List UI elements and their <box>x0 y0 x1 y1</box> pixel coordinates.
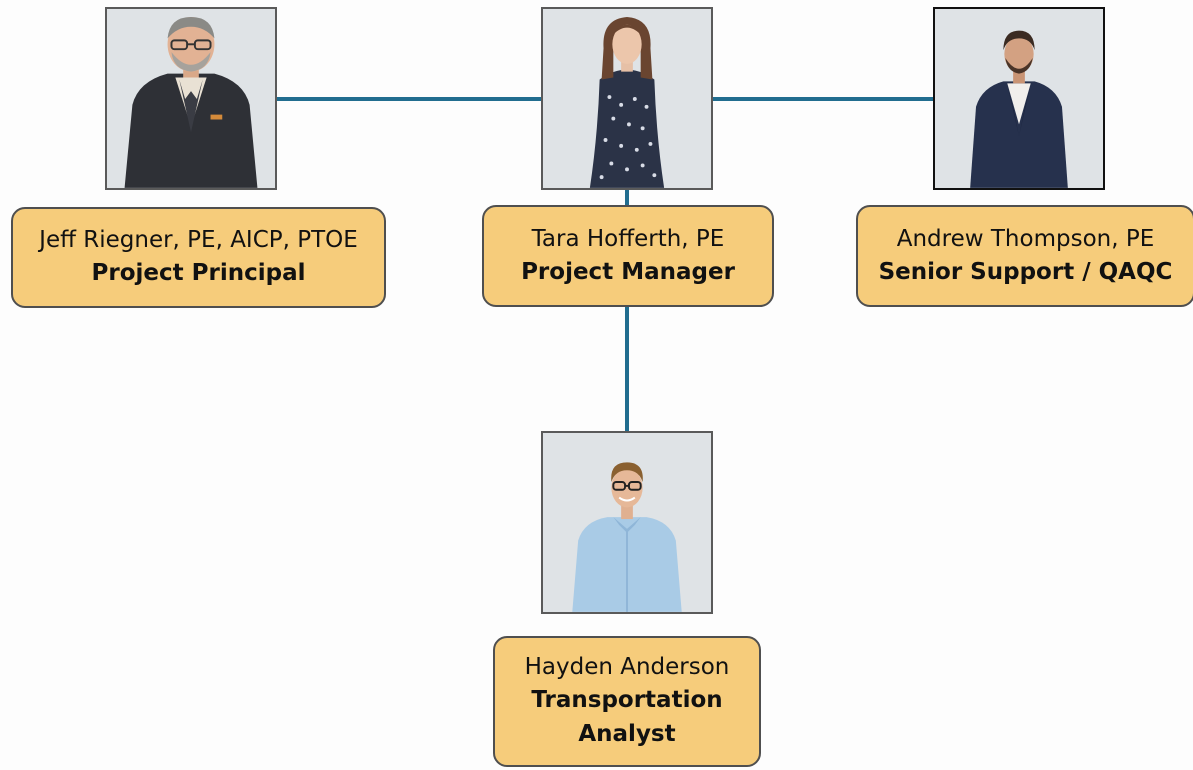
person-portrait-icon <box>543 9 711 188</box>
member-card-hayden-anderson: Hayden Anderson Transportation Analyst <box>493 636 761 767</box>
member-card-jeff-riegner: Jeff Riegner, PE, AICP, PTOE Project Pri… <box>11 207 386 308</box>
member-role: Senior Support / QAQC <box>878 258 1173 285</box>
person-portrait-icon <box>107 9 275 188</box>
member-name: Andrew Thompson, PE <box>896 225 1155 252</box>
photo-hayden-anderson <box>541 431 713 614</box>
member-card-tara-hofferth: Tara Hofferth, PE Project Manager <box>482 205 774 307</box>
photo-jeff-riegner <box>105 7 277 190</box>
person-portrait-icon <box>543 433 711 612</box>
member-role: Project Principal <box>91 260 306 286</box>
photo-tara-hofferth <box>541 7 713 190</box>
member-role: Transportation Analyst <box>531 687 723 747</box>
member-role: Project Manager <box>521 258 735 285</box>
member-name: Hayden Anderson <box>524 654 730 680</box>
member-name: Jeff Riegner, PE, AICP, PTOE <box>39 227 358 253</box>
photo-andrew-thompson <box>933 7 1105 190</box>
person-portrait-icon <box>935 9 1103 188</box>
member-name: Tara Hofferth, PE <box>531 225 725 252</box>
member-card-andrew-thompson: Andrew Thompson, PE Senior Support / QAQ… <box>856 205 1193 307</box>
